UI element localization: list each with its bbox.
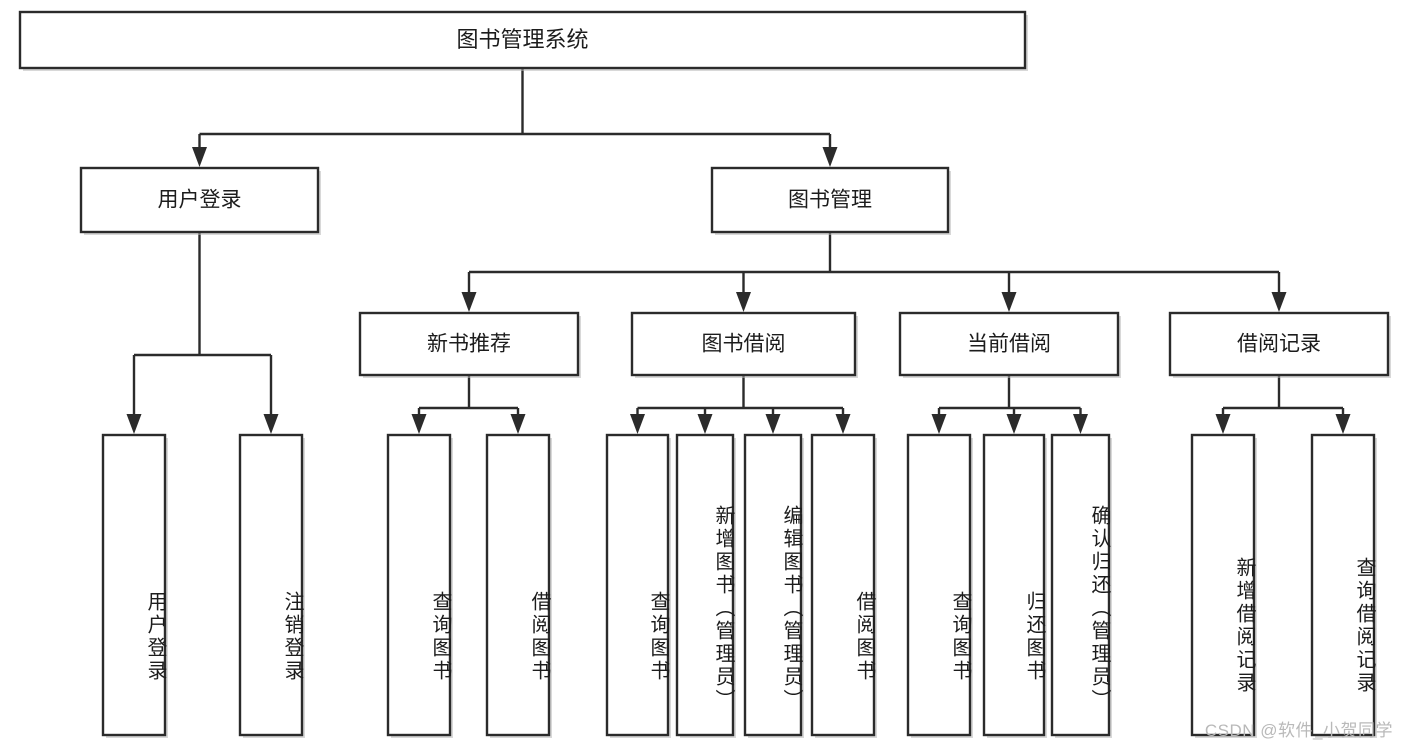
node-box-leaf-query-borrow-record[interactable] xyxy=(1310,433,1376,737)
arrow-head-icon-book-borrow xyxy=(736,292,751,312)
arrow-head-icon-leaf-query-book-1 xyxy=(411,414,427,434)
node-box-leaf-edit-book-admin[interactable] xyxy=(743,433,803,737)
node-label-book-manage: 图书管理 xyxy=(788,189,872,212)
arrow-head-icon-current-borrow xyxy=(1001,292,1017,312)
node-label-borrow-record: 借阅记录 xyxy=(1237,333,1321,356)
node-label-root: 图书管理系统 xyxy=(456,27,588,52)
arrow-head-icon-leaf-query-book-3 xyxy=(931,414,947,434)
node-box-current-borrow[interactable] xyxy=(898,311,1120,377)
node-box-book-manage[interactable] xyxy=(710,166,950,234)
node-box-leaf-query-book-2[interactable] xyxy=(605,433,670,737)
arrow-head-icon-leaf-edit-book-admin xyxy=(765,414,781,434)
node-box-leaf-confirm-return-admin[interactable] xyxy=(1050,433,1111,737)
arrow-head-icon-leaf-borrow-book-1 xyxy=(510,414,526,434)
arrow-head-icon-new-book-recommend xyxy=(461,292,477,312)
arrow-head-icon-borrow-record xyxy=(1271,292,1287,312)
node-label-current-borrow: 当前借阅 xyxy=(967,333,1051,356)
node-box-leaf-query-book-3[interactable] xyxy=(906,433,972,737)
arrow-head-icon-leaf-confirm-return-admin xyxy=(1073,414,1088,434)
node-box-borrow-record[interactable] xyxy=(1168,311,1390,377)
node-box-leaf-return-book[interactable] xyxy=(982,433,1046,737)
node-box-leaf-add-borrow-record[interactable] xyxy=(1190,433,1256,737)
node-label-user-login: 用户登录 xyxy=(158,189,242,212)
node-box-leaf-borrow-book-2[interactable] xyxy=(810,433,876,737)
arrow-head-icon-leaf-return-book xyxy=(1006,414,1022,434)
node-box-leaf-query-book-1[interactable] xyxy=(386,433,452,737)
arrow-head-icon-leaf-add-borrow-record xyxy=(1215,414,1231,434)
arrow-head-icon-leaf-add-book-admin xyxy=(697,414,713,434)
arrow-head-icon-leaf-borrow-book-2 xyxy=(835,414,851,434)
node-box-leaf-add-book-admin[interactable] xyxy=(675,433,735,737)
arrow-head-icon-leaf-user-login xyxy=(126,414,142,434)
node-label-book-borrow: 图书借阅 xyxy=(702,333,786,356)
arrow-head-icon-leaf-query-book-2 xyxy=(630,414,645,434)
node-box-user-login[interactable] xyxy=(79,166,320,234)
arrow-head-icon-leaf-user-logout xyxy=(263,414,279,434)
connectors-layer xyxy=(126,68,1351,434)
arrow-head-icon-user-login xyxy=(192,147,207,167)
node-box-new-book-recommend[interactable] xyxy=(358,311,580,377)
node-label-new-book-recommend: 新书推荐 xyxy=(427,333,511,356)
node-boxes-layer xyxy=(18,10,1391,738)
node-box-book-borrow[interactable] xyxy=(630,311,857,377)
arrow-head-icon-book-manage xyxy=(822,147,838,167)
watermark-text: CSDN @软件_小贺同学 xyxy=(1204,721,1393,740)
node-box-leaf-borrow-book-1[interactable] xyxy=(485,433,551,737)
arrow-head-icon-leaf-query-borrow-record xyxy=(1335,414,1351,434)
node-box-leaf-user-login[interactable] xyxy=(101,433,167,737)
node-box-root[interactable] xyxy=(18,10,1027,70)
node-box-leaf-user-logout[interactable] xyxy=(238,433,304,737)
